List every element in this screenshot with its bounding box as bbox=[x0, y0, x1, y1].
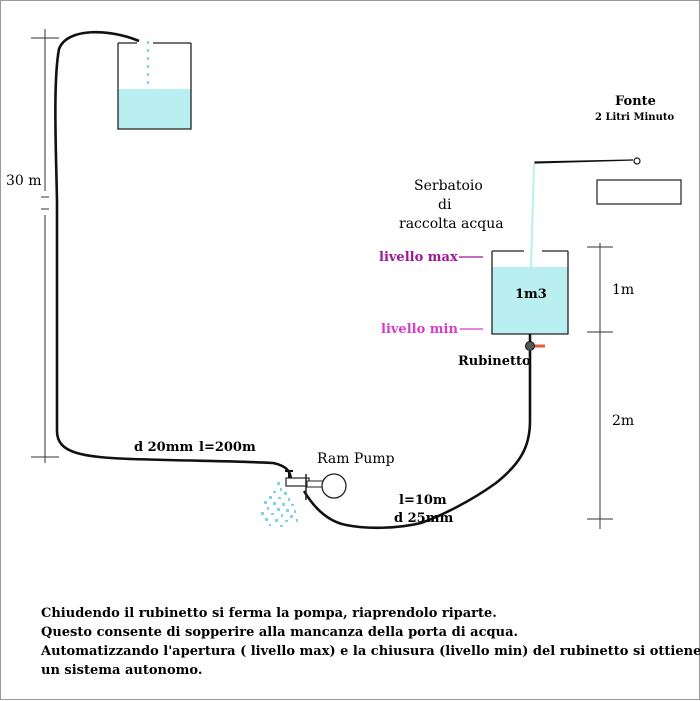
source-title: Fonte bbox=[615, 94, 656, 109]
height-scale-right bbox=[587, 243, 613, 529]
tank-volume-label: 1m3 bbox=[515, 287, 547, 302]
faucet-icon[interactable] bbox=[525, 334, 546, 351]
waste-water-spray bbox=[261, 482, 298, 527]
ram-pump-icon bbox=[285, 470, 347, 500]
caption-line: Automatizzando l'apertura ( livello max)… bbox=[41, 644, 700, 659]
drive-pipe-length: l=200m bbox=[199, 440, 256, 455]
inflow-water-stream bbox=[530, 163, 535, 268]
feed-pipe-diameter: d 25mm bbox=[394, 511, 453, 526]
height-scale-30m bbox=[31, 29, 59, 463]
source-rate: 2 Litri Minuto bbox=[595, 112, 674, 123]
delivery-pipe bbox=[54, 30, 293, 482]
air-chamber-icon bbox=[321, 473, 347, 499]
feed-pipe bbox=[302, 351, 532, 530]
source-spring bbox=[534, 157, 682, 205]
tank-label-line3: raccolta acqua bbox=[399, 216, 504, 232]
level-min-label: livello min bbox=[381, 322, 458, 337]
caption-line: Questo consente di sopperire alla mancan… bbox=[41, 625, 519, 640]
upper-tank bbox=[117, 41, 192, 130]
height-30m-label: 30 m bbox=[6, 173, 42, 189]
caption-line: Chiudendo il rubinetto si ferma la pompa… bbox=[41, 606, 497, 621]
height-2m-label: 2m bbox=[612, 413, 634, 429]
level-max-label: livello max bbox=[379, 250, 458, 265]
upper-tank-water bbox=[118, 89, 191, 129]
ram-pump-label: Ram Pump bbox=[317, 451, 395, 467]
drive-pipe-diameter: d 20mm bbox=[134, 440, 193, 455]
tank-label-line2: di bbox=[438, 197, 452, 213]
tank-label-line1: Serbatoio bbox=[414, 178, 483, 194]
feed-pipe-length: l=10m bbox=[399, 493, 447, 508]
caption: Chiudendo il rubinetto si ferma la pompa… bbox=[41, 604, 700, 680]
collection-tank-water bbox=[492, 267, 568, 334]
height-1m-label: 1m bbox=[612, 282, 634, 298]
faucet-label: Rubinetto bbox=[458, 354, 531, 369]
caption-line: un sistema autonomo. bbox=[41, 663, 203, 678]
